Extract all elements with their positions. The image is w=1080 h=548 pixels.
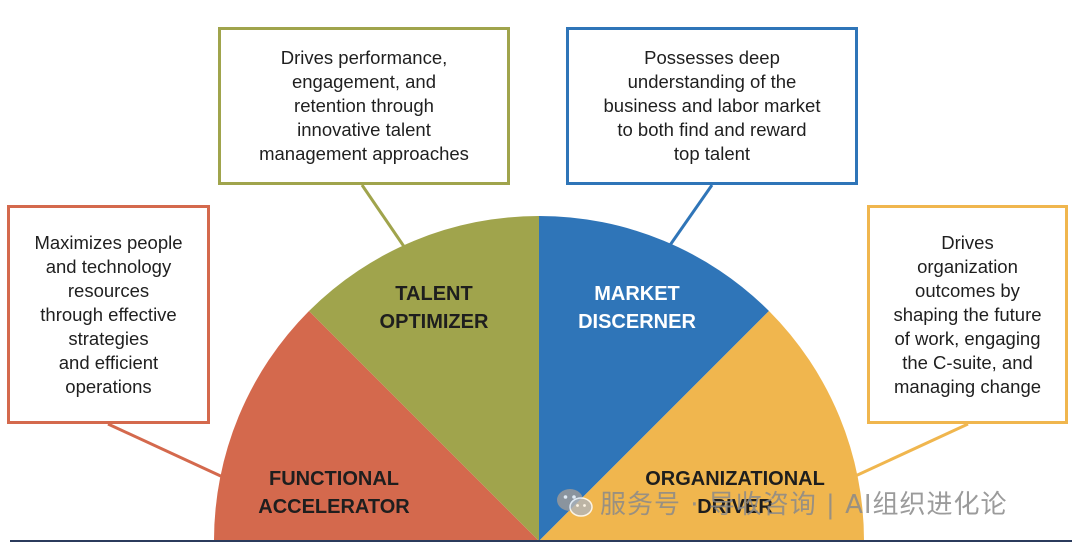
label-talent-line1: TALENT xyxy=(395,283,472,305)
watermark-text: 服务号 · 导收咨询 | AI组织进化论 xyxy=(600,490,1008,520)
label-functional-line2: ACCELERATOR xyxy=(258,496,410,518)
description-talent-optimizer: Drives performance, engagement, and rete… xyxy=(259,47,469,164)
connector-market xyxy=(666,184,714,249)
label-talent-line2: OPTIMIZER xyxy=(380,311,489,333)
label-market-line1: MARKET xyxy=(594,283,680,305)
watermark: 服务号 · 导收咨询 | AI组织进化论 xyxy=(556,484,1008,521)
segment-organizational xyxy=(539,311,865,541)
connector-talent xyxy=(360,184,407,249)
segment-talent xyxy=(309,215,539,542)
description-box-functional-accelerator: Maximizes people and technology resource… xyxy=(7,205,210,424)
description-market-discerner: Possesses deep understanding of the busi… xyxy=(603,47,821,164)
connector-functional xyxy=(107,422,226,480)
wechat-icon xyxy=(557,488,593,517)
label-market-line2: DISCERNER xyxy=(578,311,696,333)
label-organizational-line1: ORGANIZATIONAL xyxy=(645,468,825,490)
label-organizational-line2: DRIVER xyxy=(697,496,773,518)
label-functional-line1: FUNCTIONAL xyxy=(269,468,399,490)
description-organizational-driver: Drives organization outcomes by shaping … xyxy=(893,231,1042,397)
segment-functional xyxy=(213,311,539,541)
connector-organizational xyxy=(850,422,969,480)
description-functional-accelerator: Maximizes people and technology resource… xyxy=(34,231,183,397)
segment-market xyxy=(539,215,769,542)
description-box-organizational-driver: Drives organization outcomes by shaping … xyxy=(867,205,1068,424)
description-box-market-discerner: Possesses deep understanding of the busi… xyxy=(566,27,858,185)
description-box-talent-optimizer: Drives performance, engagement, and rete… xyxy=(218,27,510,185)
